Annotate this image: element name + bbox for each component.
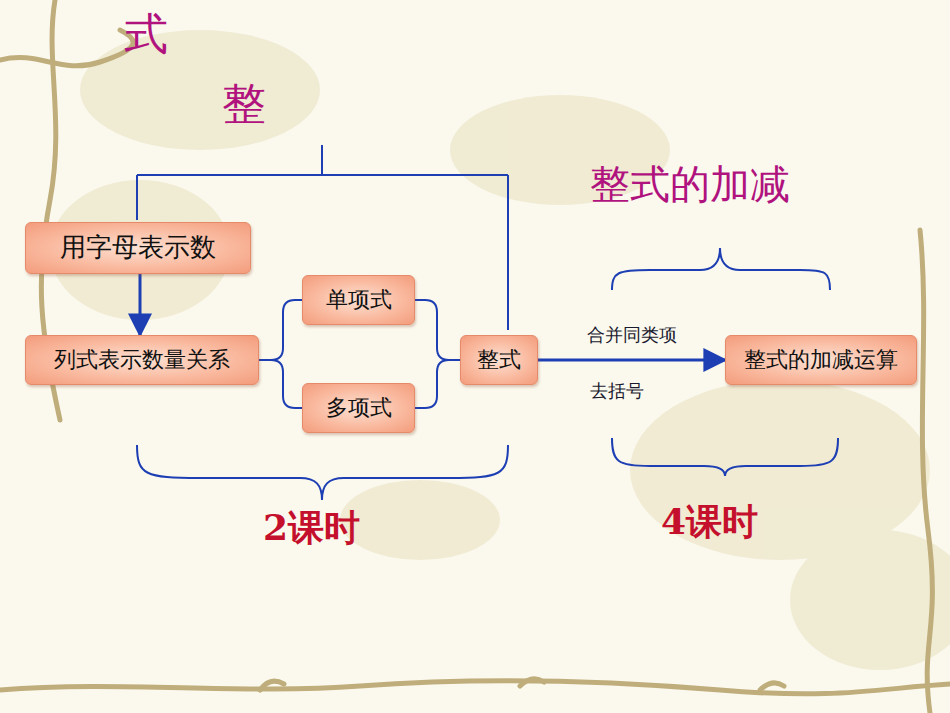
text-label: 4课时 — [661, 500, 758, 543]
brackets — [137, 145, 838, 500]
text-label: 2课时 — [263, 506, 360, 549]
process-box: 整式的加减运算 — [725, 335, 917, 385]
connector — [415, 360, 460, 408]
process-box: 单项式 — [302, 275, 415, 325]
box-text: 列式表示数量关系 — [54, 346, 230, 375]
process-box: 列式表示数量关系 — [25, 335, 259, 385]
text-label: 式 — [124, 8, 168, 61]
faded-flowers — [50, 30, 950, 670]
connector — [538, 359, 725, 362]
box-text: 整式 — [477, 346, 521, 375]
box-text: 用字母表示数 — [60, 231, 216, 265]
connector — [259, 360, 302, 408]
text-label: 整式的加减 — [590, 160, 790, 208]
box-text: 单项式 — [326, 286, 392, 315]
text-label: 去括号 — [588, 380, 646, 402]
process-box: 用字母表示数 — [25, 222, 251, 274]
box-text: 整式的加减运算 — [744, 346, 898, 375]
connector — [259, 300, 302, 360]
process-box: 多项式 — [302, 383, 415, 433]
connector — [415, 300, 460, 360]
box-text: 多项式 — [326, 394, 392, 423]
text-label: 整 — [222, 78, 266, 131]
process-box: 整式 — [460, 335, 538, 385]
edge-label: 合并同类项 — [585, 324, 679, 346]
connector — [139, 274, 142, 335]
